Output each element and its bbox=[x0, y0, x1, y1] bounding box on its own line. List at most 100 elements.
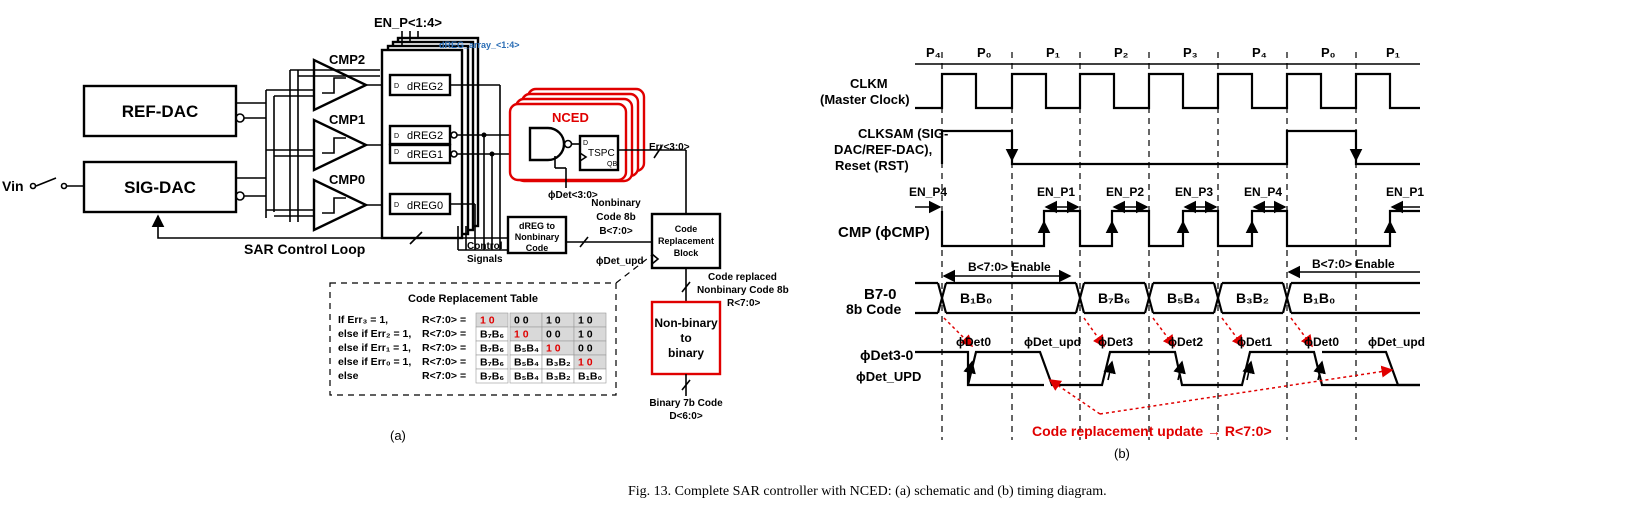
tspc-label: TSPC bbox=[588, 148, 615, 159]
bus-cross bbox=[936, 282, 948, 314]
nb2b-line1: Non-binary bbox=[654, 316, 718, 330]
phase-label: P₁ bbox=[1386, 45, 1400, 60]
clkm-waveform bbox=[915, 72, 1420, 110]
err-label: Err<3:0> bbox=[649, 142, 690, 153]
enable-label-1: B<7:0> Enable bbox=[968, 260, 1051, 274]
table-condition: else if Err₀ = 1, bbox=[338, 356, 411, 368]
cmp1-comparator: CMP1 bbox=[312, 112, 369, 172]
sig-dac-label: SIG-DAC bbox=[124, 178, 196, 197]
code-replaced-line3: R<7:0> bbox=[727, 298, 761, 309]
nced-label: NCED bbox=[552, 110, 589, 125]
nb-code-line3: B<7:0> bbox=[599, 226, 633, 237]
code-replacement-table: Code Replacement Table If Err₃ = 1, R<7:0… bbox=[329, 254, 653, 396]
table-cell-text: 1 0 bbox=[514, 329, 529, 341]
bus-cross bbox=[1143, 282, 1155, 314]
table-condition: If Err₃ = 1, bbox=[338, 314, 388, 326]
dreg-to-nb-line1: dREG to bbox=[519, 221, 555, 231]
phase-label: P₀ bbox=[1321, 45, 1336, 60]
phi-label: ϕDet0 bbox=[956, 335, 991, 349]
dreg2-top-label: dREG2 bbox=[407, 81, 443, 93]
phi-rise-arrow bbox=[963, 360, 976, 381]
cmp1-label: CMP1 bbox=[329, 112, 365, 127]
phi-rise-arrow bbox=[1173, 360, 1186, 381]
ref-dac-block bbox=[82, 84, 238, 138]
table-condition: else if Err₂ = 1, bbox=[338, 328, 411, 340]
table-cell-text: 0 0 bbox=[514, 315, 529, 327]
b-value: B₅B₄ bbox=[1167, 290, 1200, 306]
b-code-label: B7-0 bbox=[864, 286, 897, 303]
table-cell-text: 1 0 bbox=[480, 315, 495, 327]
table-cell-text: B₃B₂ bbox=[546, 357, 571, 369]
phi-det-upd-label: ϕDet_upd bbox=[596, 256, 644, 267]
phi-rise-arrow bbox=[1242, 360, 1255, 381]
phi-det-upd-tail bbox=[1322, 350, 1420, 387]
dreg0-label: dREG0 bbox=[407, 200, 443, 212]
table-cell-text: B₇B₆ bbox=[480, 343, 504, 355]
phi-waveforms bbox=[915, 317, 1420, 387]
crb-line3: Block bbox=[674, 248, 700, 258]
table-r-label: R<7:0> = bbox=[422, 328, 466, 340]
phase-label: P₃ bbox=[1183, 45, 1198, 60]
dreg-array-label: dREG_array_<1:4> bbox=[439, 40, 520, 50]
panel-a-schematic: Vin REF-DAC SIG-DAC CMP2 bbox=[2, 15, 789, 443]
code-replaced-line2: Nonbinary Code 8b bbox=[697, 285, 789, 296]
phi-label: ϕDet_upd bbox=[1368, 335, 1425, 349]
b-value: B₁B₀ bbox=[960, 290, 992, 306]
nand-gate bbox=[528, 126, 566, 162]
clkm-label: CLKM bbox=[850, 76, 888, 91]
dreg1-label: dREG1 bbox=[407, 149, 443, 161]
binary-out-line1: Binary 7b Code bbox=[649, 398, 723, 409]
en-label: EN_P2 bbox=[1106, 185, 1144, 199]
table-cell-text: B₇B₆ bbox=[480, 357, 504, 369]
dreg-to-nonbinary-block bbox=[506, 215, 568, 255]
control-line2: Signals bbox=[467, 254, 503, 265]
en-label: EN_P1 bbox=[1037, 185, 1075, 199]
input-switch bbox=[35, 177, 57, 187]
phase-label: P₁ bbox=[1046, 45, 1060, 60]
phi-label: ϕDet0 bbox=[1304, 335, 1339, 349]
phase-label: P₄ bbox=[1252, 45, 1267, 60]
clksam-waveform bbox=[940, 129, 1420, 166]
clksam-line2: DAC/REF-DAC), bbox=[834, 142, 932, 157]
bus-cross bbox=[1074, 282, 1086, 314]
nb2b-line2: to bbox=[680, 331, 691, 345]
table-title: Code Replacement Table bbox=[408, 293, 538, 305]
dreg-to-nb-line3: Code bbox=[526, 243, 549, 253]
table-r-label: R<7:0> = bbox=[422, 370, 466, 382]
crb-line1: Code bbox=[675, 224, 698, 234]
ref-dac-label: REF-DAC bbox=[122, 102, 199, 121]
table-condition: else bbox=[338, 370, 359, 382]
panel-b-label: (b) bbox=[1114, 446, 1130, 461]
b-value: B₃B₂ bbox=[1236, 290, 1269, 306]
clksam-line3: Reset (RST) bbox=[835, 158, 909, 173]
cmp2-comparator: CMP2 bbox=[312, 52, 369, 112]
cause-arrow bbox=[943, 317, 974, 348]
phi-rise-arrow bbox=[1313, 360, 1326, 381]
cmp-label: CMP (ϕCMP) bbox=[838, 224, 930, 241]
panel-a-label: (a) bbox=[390, 428, 406, 443]
d-pin-3: D bbox=[394, 149, 399, 156]
table-cell-text: B₅B₄ bbox=[514, 343, 539, 355]
qb-label: QB bbox=[607, 161, 617, 168]
bus-cross bbox=[1212, 282, 1224, 314]
tspc-d-pin: D bbox=[583, 140, 588, 147]
table-r-label: R<7:0> = bbox=[422, 342, 466, 354]
table-condition: else if Err₁ = 1, bbox=[338, 342, 411, 354]
sig-dac-block bbox=[82, 160, 238, 214]
master-clock-label: (Master Clock) bbox=[820, 92, 910, 107]
phi-label: ϕDet1 bbox=[1237, 335, 1272, 349]
dreg2-mid-label: dREG2 bbox=[407, 130, 443, 142]
crb-line2: Replacement bbox=[658, 236, 714, 246]
nb-code-line1: Nonbinary bbox=[591, 198, 641, 209]
cmp2-label: CMP2 bbox=[329, 52, 365, 67]
nced-block: D TSPC QB NCED bbox=[508, 87, 646, 183]
figure-caption: Fig. 13. Complete SAR controller with NC… bbox=[628, 484, 1107, 499]
phase-label: P₀ bbox=[977, 45, 992, 60]
b-code-sub-label: 8b Code bbox=[846, 301, 901, 317]
phi-det-upd-sig-label: ϕDet_UPD bbox=[856, 369, 921, 384]
phi-det-upd-line bbox=[966, 350, 1420, 387]
phase-label: P₂ bbox=[1114, 45, 1129, 60]
